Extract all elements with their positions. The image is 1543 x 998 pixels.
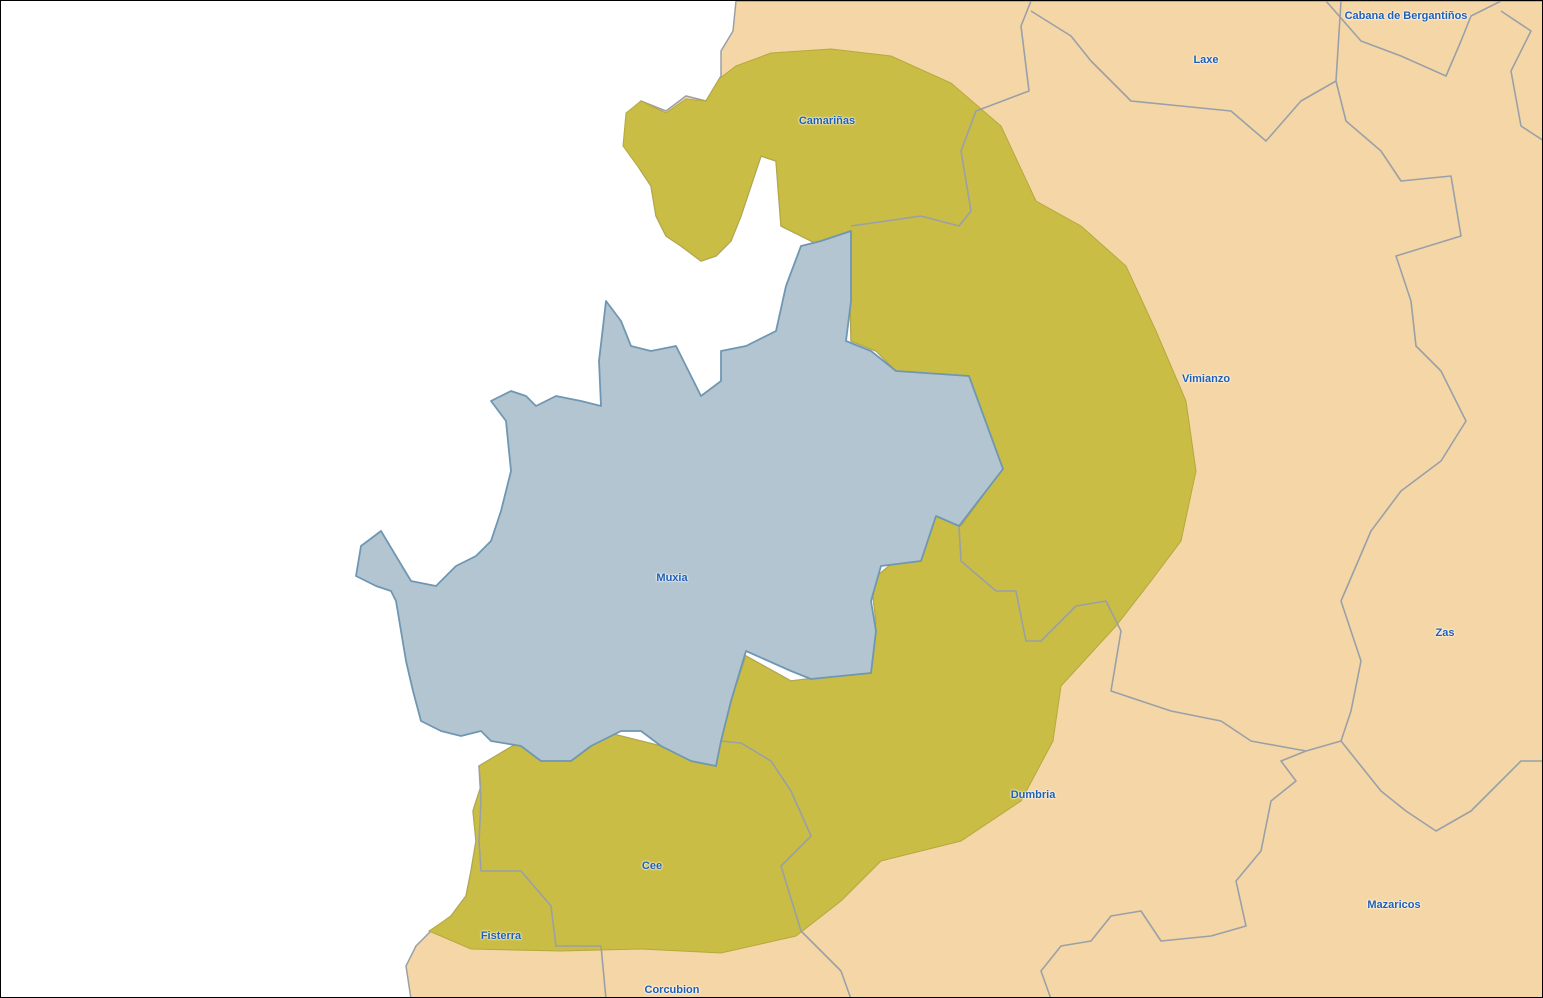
coverage-area[interactable] (427, 48, 1197, 954)
selected-municipality-muxia[interactable] (355, 230, 1004, 767)
municipal-borders (478, 1, 1542, 997)
